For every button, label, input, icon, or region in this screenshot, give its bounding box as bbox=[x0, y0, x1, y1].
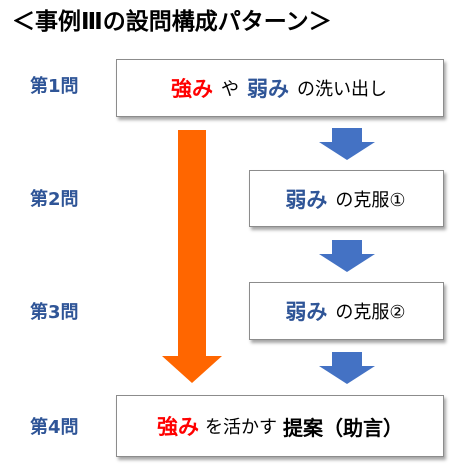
question-label-2: 第2問 bbox=[30, 189, 79, 210]
small-down-arrow-3 bbox=[319, 352, 375, 384]
strength-keyword: 強み bbox=[157, 415, 199, 439]
weakness-keyword: 弱み bbox=[285, 187, 328, 212]
small-down-arrow-2 bbox=[319, 240, 375, 272]
question-label-4: 第4問 bbox=[30, 417, 79, 438]
box-text: を活かす bbox=[205, 417, 277, 438]
box-text: の克服① bbox=[335, 189, 406, 211]
question-box-1: 強み や 弱み の洗い出し bbox=[116, 59, 444, 117]
question-label-1: 第1問 bbox=[30, 76, 79, 97]
box-text: の克服② bbox=[335, 302, 406, 323]
proposal-text: 提案（助言） bbox=[283, 415, 403, 440]
weakness-keyword: 弱み bbox=[285, 300, 328, 324]
diagram-title: ＜事例Ⅲの設問構成パターン＞ bbox=[12, 9, 332, 35]
question-box-3: 弱み の克服② bbox=[249, 282, 444, 340]
connector-text: や bbox=[221, 79, 239, 100]
question-box-2: 弱み の克服① bbox=[249, 170, 444, 227]
weakness-keyword: 弱み bbox=[247, 77, 289, 101]
strength-keyword: 強み bbox=[171, 77, 213, 101]
question-label-3: 第3問 bbox=[30, 302, 79, 323]
small-down-arrow-1 bbox=[319, 128, 375, 160]
box-text: の洗い出し bbox=[297, 79, 387, 100]
big-down-arrow bbox=[162, 130, 222, 383]
question-box-4: 強み を活かす 提案（助言） bbox=[116, 395, 444, 457]
